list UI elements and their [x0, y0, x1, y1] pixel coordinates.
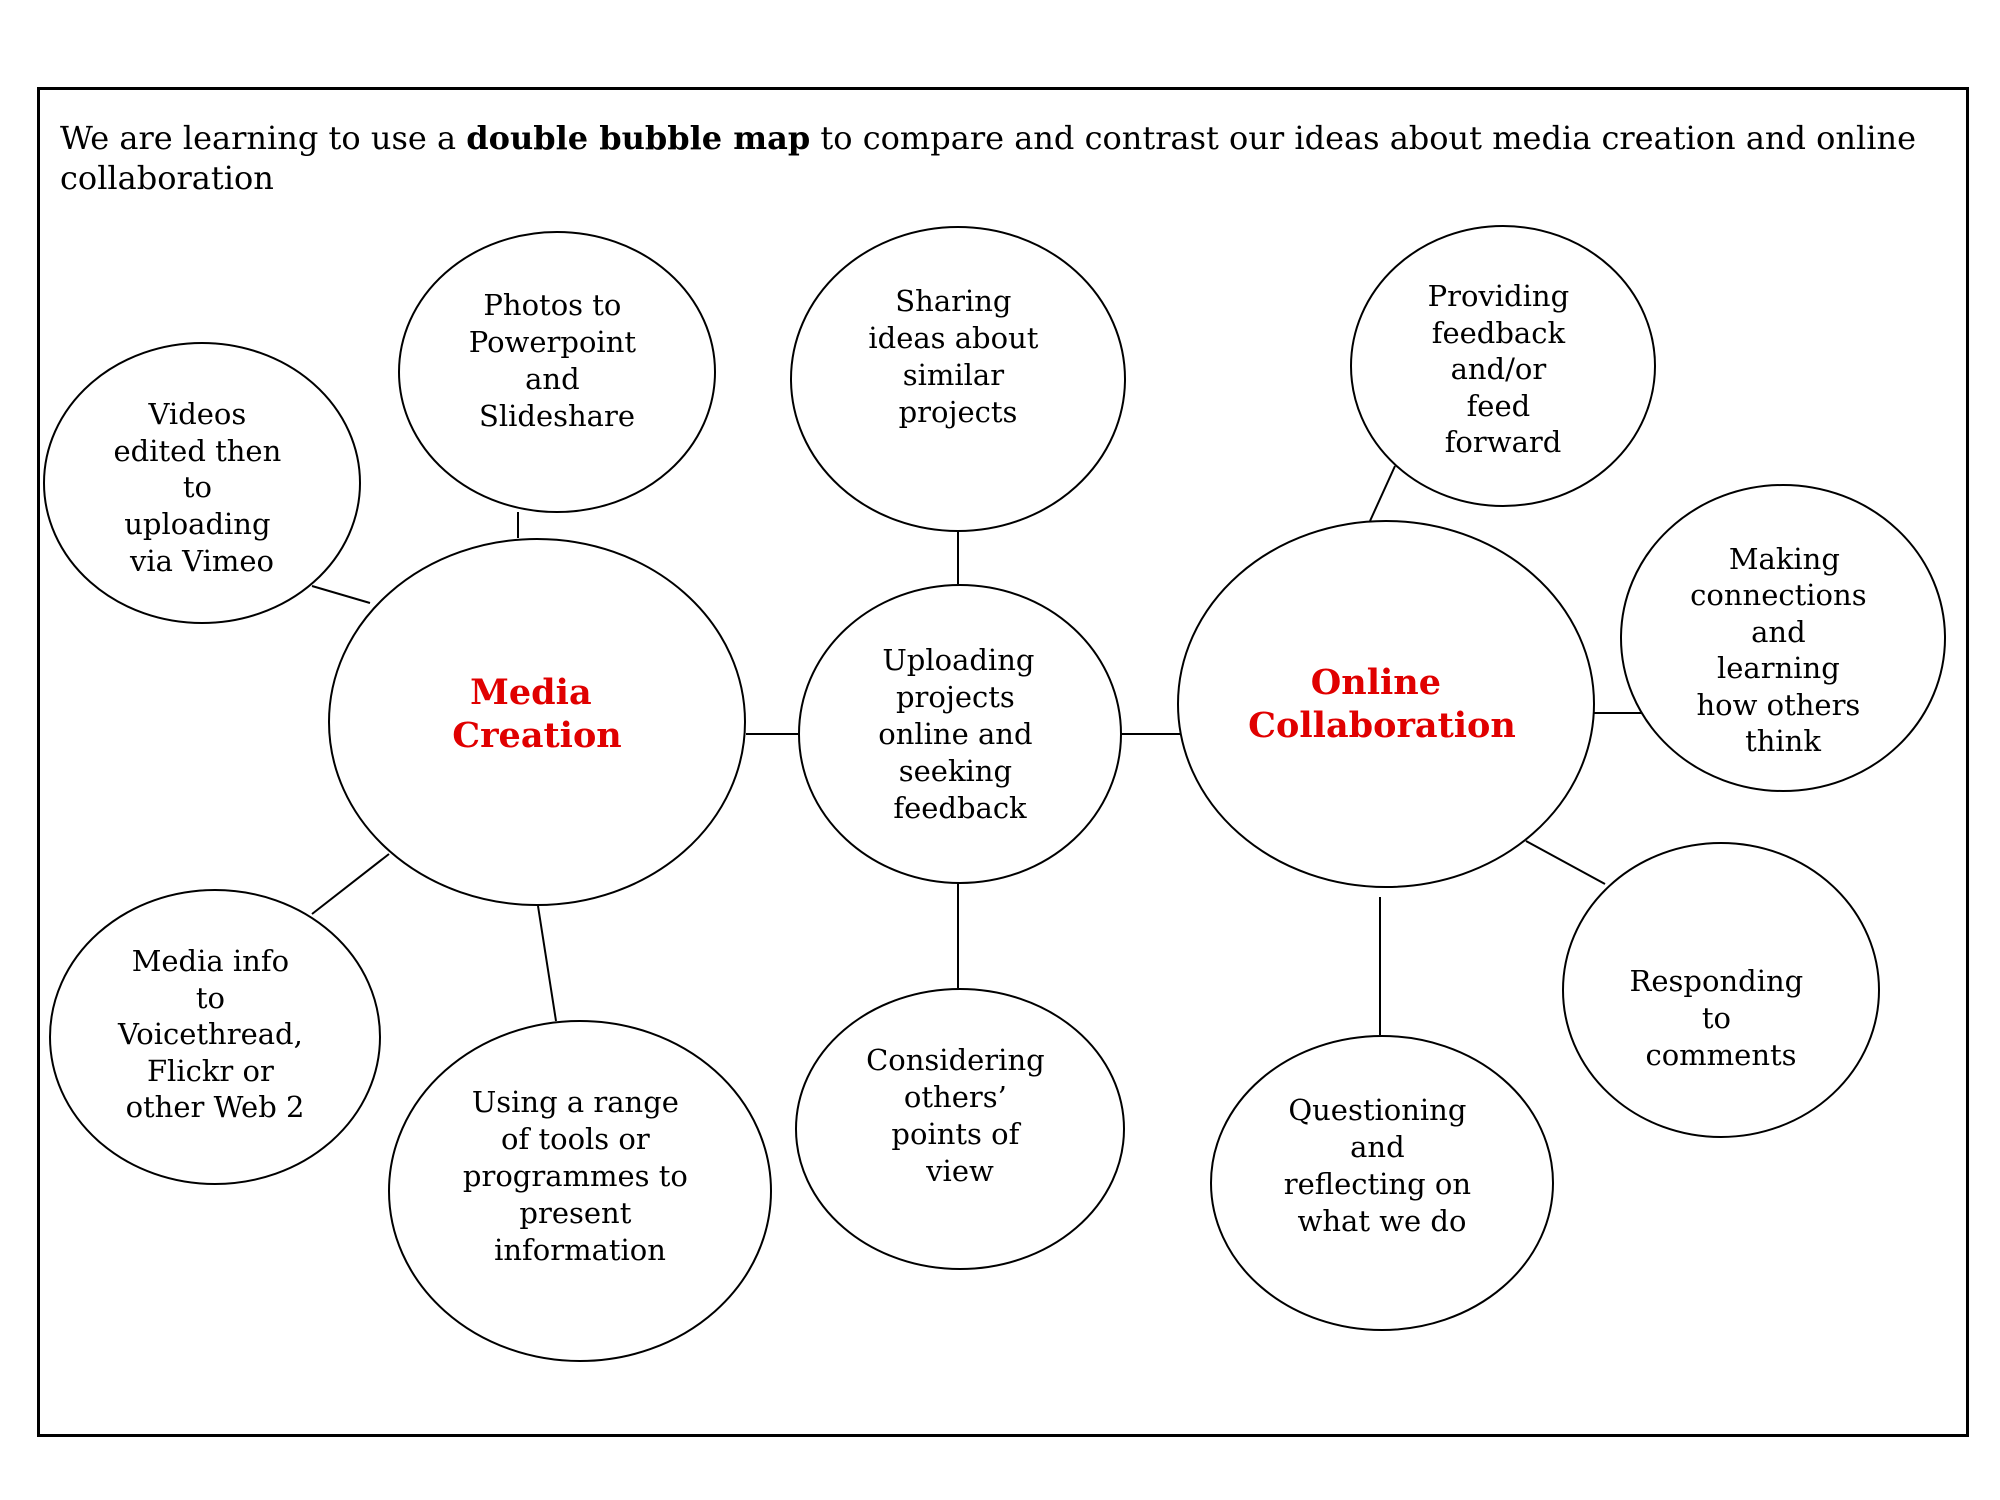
uploading-projects-bubble — [798, 584, 1122, 884]
sharing-ideas-bubble — [790, 226, 1126, 532]
responding-comments-label: Responding to comments — [1630, 964, 1813, 1072]
online-collaboration-label: Online Collaboration — [1248, 662, 1516, 746]
bubble-making-connections: Making connections and learning how othe… — [1620, 484, 1946, 792]
bubble-videos-edited: Videos edited then to uploading via Vime… — [43, 342, 361, 624]
videos-edited-label: Videos edited then to uploading via Vime… — [114, 397, 291, 578]
link-online-providing — [1369, 465, 1396, 522]
bubble-range-of-tools: Using a range of tools or programmes to … — [388, 1020, 772, 1362]
media-info-label: Media info to Voicethread, Flickr or oth… — [117, 944, 312, 1124]
media-creation-bubble — [328, 538, 746, 906]
considering-others-bubble — [795, 988, 1125, 1270]
bubble-questioning-reflecting: Questioning and reflecting on what we do — [1210, 1035, 1554, 1331]
diagram-frame — [37, 87, 1969, 1437]
bubble-considering-others: Considering others’ points of view — [795, 988, 1125, 1270]
providing-feedback-bubble — [1350, 225, 1656, 507]
bubble-sharing-ideas: Sharing ideas about similar projects — [790, 226, 1126, 532]
making-connections-label: Making connections and learning how othe… — [1690, 542, 1876, 758]
connector-lines — [311, 465, 1643, 1035]
bubble-uploading-projects: Uploading projects online and seeking fe… — [798, 584, 1122, 884]
responding-comments-bubble — [1562, 842, 1880, 1138]
page-heading: We are learning to use a double bubble m… — [60, 118, 1940, 198]
link-media-videos — [311, 585, 371, 604]
bubble-providing-feedback: Providing feedback and/or feed forward — [1350, 225, 1656, 507]
providing-feedback-label: Providing feedback and/or feed forward — [1428, 279, 1579, 459]
questioning-reflecting-label: Questioning and reflecting on what we do — [1284, 1093, 1481, 1238]
considering-others-label: Considering others’ points of view — [866, 1043, 1054, 1188]
online-collaboration-bubble — [1177, 520, 1595, 888]
bubble-right-topic: Online Collaboration — [1177, 520, 1595, 888]
link-media-tools — [537, 905, 557, 1022]
heading-text-before: We are learning to use a — [60, 119, 467, 157]
bubble-media-info: Media info to Voicethread, Flickr or oth… — [49, 889, 381, 1185]
making-connections-bubble — [1620, 484, 1946, 792]
bubble-left-topic: Media Creation — [328, 538, 746, 906]
link-online-responding — [1525, 840, 1606, 885]
media-creation-label: Media Creation — [452, 672, 622, 756]
uploading-projects-label: Uploading projects online and seeking fe… — [878, 643, 1043, 825]
photos-powerpoint-label: Photos to Powerpoint and Slideshare — [469, 288, 646, 433]
range-of-tools-label: Using a range of tools or programmes to … — [463, 1085, 697, 1267]
questioning-reflecting-bubble — [1210, 1035, 1554, 1331]
photos-powerpoint-bubble — [398, 231, 716, 513]
link-media-info — [311, 853, 390, 915]
range-of-tools-bubble — [388, 1020, 772, 1362]
media-info-bubble — [49, 889, 381, 1185]
videos-edited-bubble — [43, 342, 361, 624]
heading-text-bold: double bubble map — [466, 119, 811, 157]
bubble-photos-powerpoint: Photos to Powerpoint and Slideshare — [398, 231, 716, 513]
heading-text-after: to compare and contrast our ideas about … — [60, 119, 1917, 197]
bubble-responding-comments: Responding to comments — [1562, 842, 1880, 1138]
sharing-ideas-label: Sharing ideas about similar projects — [868, 284, 1047, 429]
